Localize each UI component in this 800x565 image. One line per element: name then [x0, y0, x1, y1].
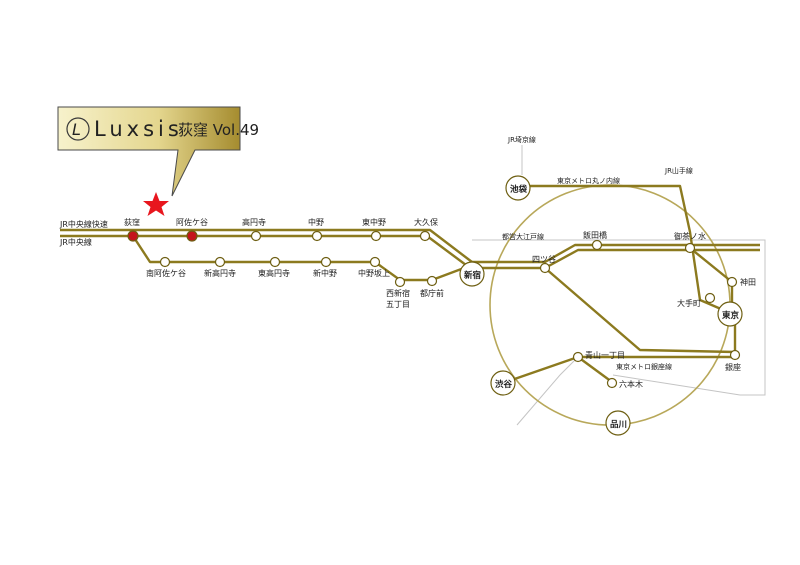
station-shinjuku-dot — [459, 261, 485, 287]
sobu-line — [472, 248, 760, 270]
station-yotsuya-dot — [539, 262, 551, 274]
station-labels: 荻窪 阿佐ケ谷 高円寺 中野 東中野 大久保 南阿佐ケ谷 新高円寺 東高円寺 新… — [124, 184, 756, 430]
station-nakano-sakaue-dot — [369, 256, 381, 268]
label-shinagawa: 品川 — [610, 420, 627, 430]
station-kanda-dot — [726, 276, 738, 288]
label-ikebukuro: 池袋 — [510, 184, 528, 195]
station-shin-nakano-dot — [320, 256, 332, 268]
label-otemachi: 大手町 — [677, 298, 701, 308]
label-oedo: 都営大江戸線 — [502, 232, 544, 241]
brand-name: Luxsis — [94, 117, 183, 141]
station-ikebukuro-dot — [505, 175, 531, 201]
brand-callout: L Luxsis 荻窪 Vol.49 — [57, 106, 259, 197]
label-ogikubo: 荻窪 — [124, 217, 140, 227]
guide-lines — [472, 145, 766, 426]
label-kanda: 神田 — [740, 277, 756, 287]
label-nishi-shinjuku-1: 西新宿 — [386, 288, 410, 298]
station-ochanomizu-dot — [684, 242, 696, 254]
station-nakano-dot — [311, 230, 323, 242]
label-okubo: 大久保 — [414, 217, 438, 227]
label-shin-koenji: 新高円寺 — [204, 268, 236, 278]
label-asagaya: 阿佐ケ谷 — [176, 217, 208, 227]
station-shin-koenji-dot — [214, 256, 226, 268]
stations — [127, 175, 743, 436]
label-chuo: JR中央線 — [59, 237, 92, 247]
line-labels: JR中央線快速 JR中央線 JR埼京線 JR山手線 東京メトロ丸ノ内線 都営大江… — [59, 135, 693, 371]
label-higashi-nakano: 東中野 — [362, 217, 386, 227]
marunouchi-branch — [131, 235, 473, 282]
label-higashi-koenji: 東高円寺 — [258, 268, 290, 278]
label-aoyama: 青山一丁目 — [585, 350, 625, 360]
station-nishi-shinjuku-dot — [394, 276, 406, 288]
label-koenji: 高円寺 — [242, 217, 266, 227]
ginza-line — [544, 267, 737, 354]
station-okubo-dot — [419, 230, 431, 242]
location-star-icon — [143, 192, 169, 216]
station-koenji-dot — [250, 230, 262, 242]
station-asagaya-dot — [186, 230, 198, 242]
svg-text:L: L — [72, 120, 81, 139]
label-minami-asagaya: 南阿佐ケ谷 — [146, 268, 186, 278]
station-otemachi-dot — [704, 292, 716, 304]
label-shin-nakano: 新中野 — [313, 268, 337, 278]
station-tochomae-dot — [426, 275, 438, 287]
station-shibuya-dot — [490, 370, 516, 396]
station-ogikubo-dot — [127, 230, 139, 242]
station-higashi-koenji-dot — [269, 256, 281, 268]
oedo-roppongi — [577, 356, 613, 383]
label-saikyo: JR埼京線 — [507, 135, 536, 144]
label-yamanote: JR山手線 — [664, 166, 693, 175]
label-iidabashi: 飯田橋 — [583, 230, 607, 240]
station-roppongi-dot — [606, 377, 618, 389]
label-shinjuku: 新宿 — [464, 270, 482, 281]
station-ginza-dot — [729, 349, 741, 361]
brand-logo-icon: L — [66, 117, 90, 141]
label-shibuya: 渋谷 — [495, 379, 513, 390]
rail-lines — [60, 184, 760, 385]
label-roppongi: 六本木 — [619, 379, 643, 389]
station-shinagawa-dot — [605, 410, 631, 436]
station-aoyama-dot — [572, 351, 584, 363]
label-tochomae: 都庁前 — [420, 288, 444, 298]
station-minami-asagaya-dot — [159, 256, 171, 268]
chuo-rapid-line — [60, 228, 473, 263]
label-ginza: 銀座 — [725, 362, 741, 372]
label-ginza-line: 東京メトロ銀座線 — [616, 362, 672, 371]
label-ochanomizu: 御茶ノ水 — [674, 231, 706, 241]
station-tokyo-dot — [717, 301, 743, 327]
label-chuo-rapid: JR中央線快速 — [59, 219, 108, 229]
station-iidabashi-dot — [591, 239, 603, 251]
label-nakano: 中野 — [308, 217, 324, 227]
label-marunouchi: 東京メトロ丸ノ内線 — [557, 176, 620, 185]
label-yotsuya: 四ツ谷 — [532, 255, 556, 264]
label-tokyo: 東京 — [722, 310, 740, 321]
label-nishi-shinjuku-2: 五丁目 — [386, 300, 410, 309]
label-nakano-sakaue: 中野坂上 — [358, 268, 390, 278]
station-higashi-nakano-dot — [370, 230, 382, 242]
marunouchi-line — [518, 184, 729, 314]
brand-subtitle: 荻窪 Vol.49 — [178, 121, 259, 139]
chuo-east-line — [472, 243, 760, 264]
